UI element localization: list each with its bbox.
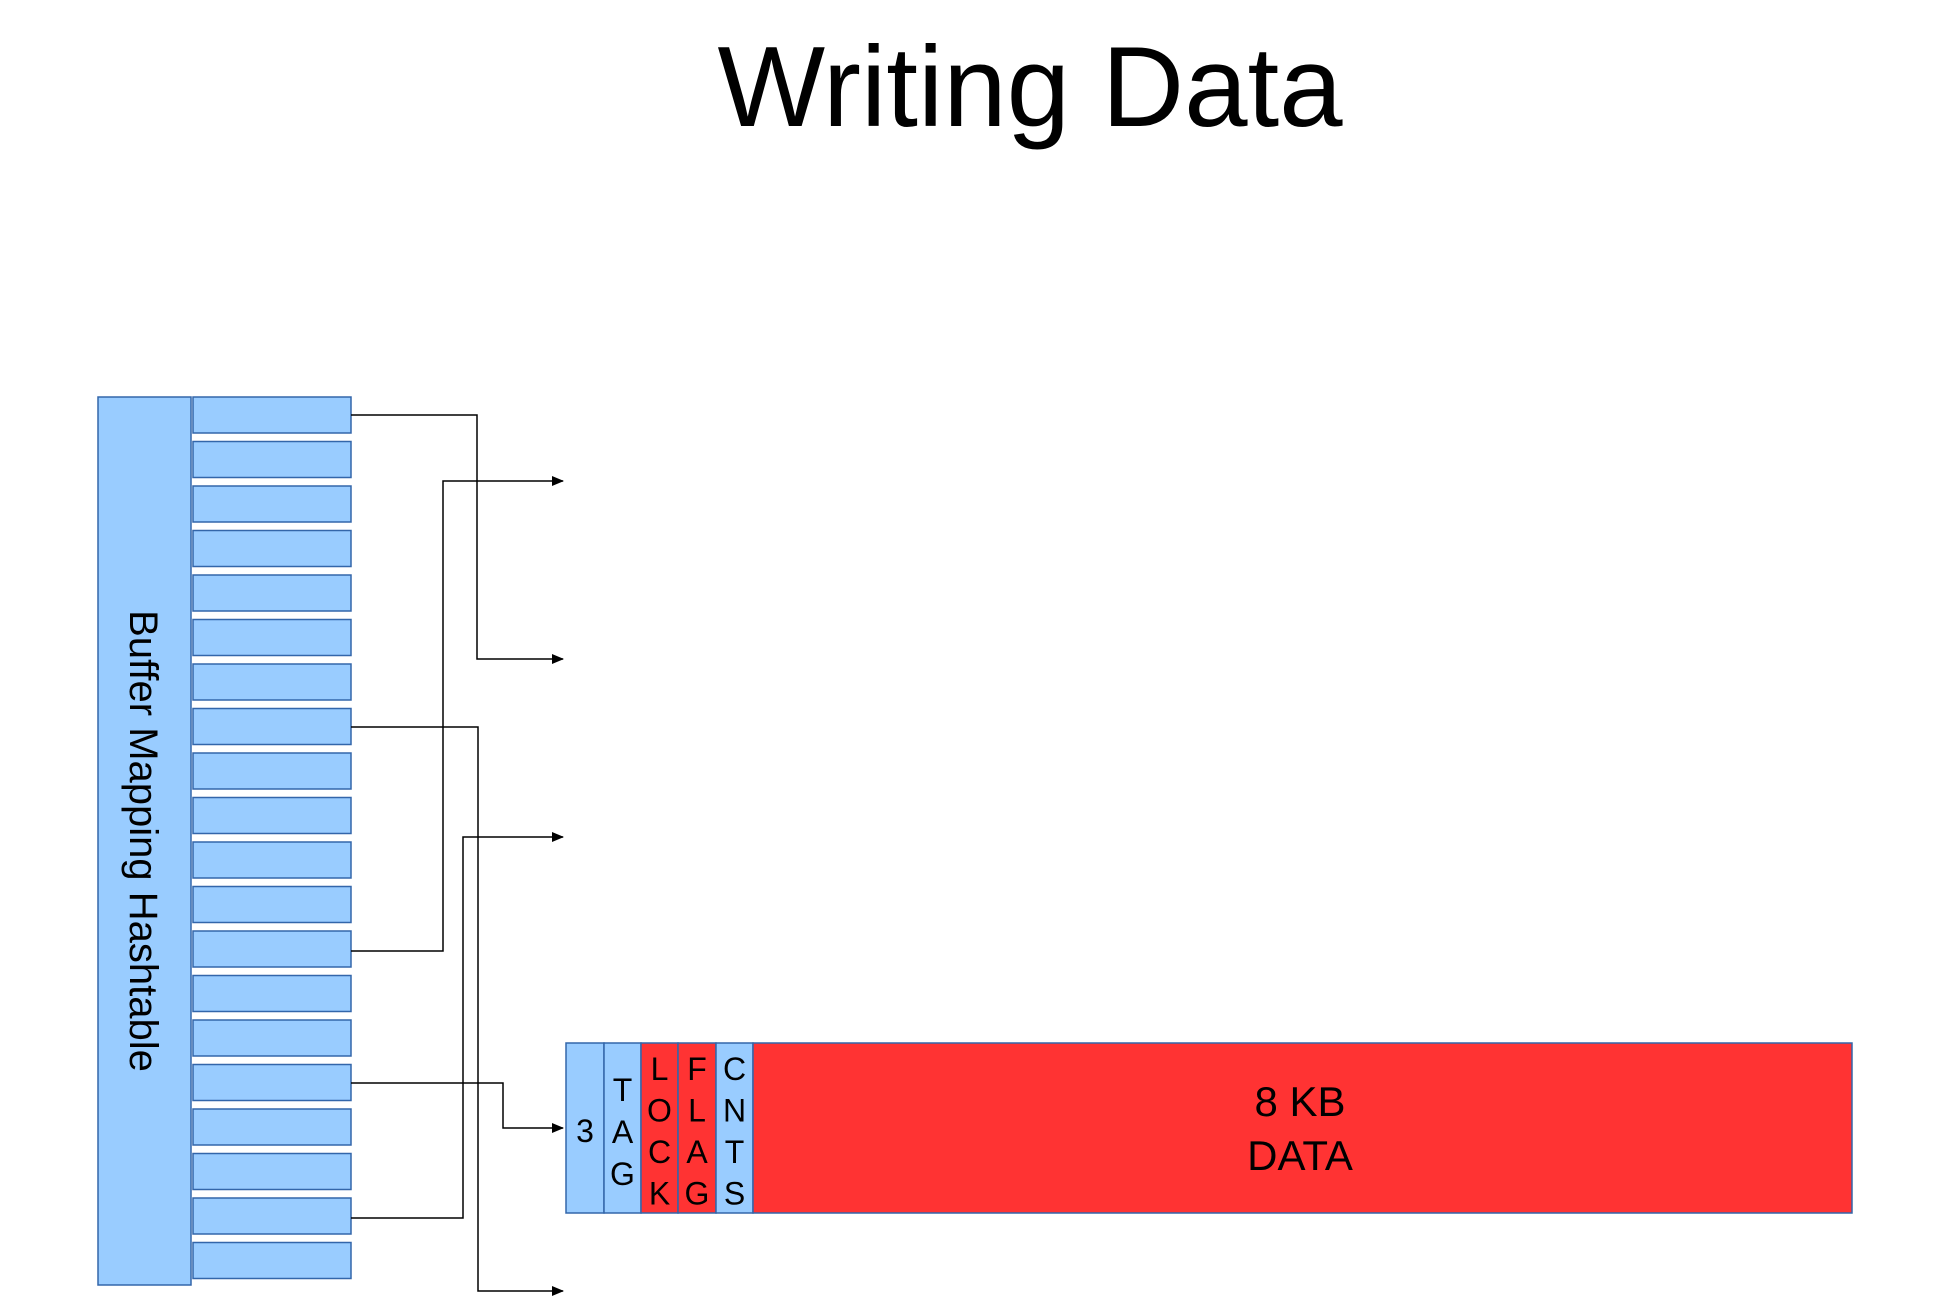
- hashtable-body: [97, 396, 192, 1286]
- hashtable-slot: [192, 930, 352, 968]
- hashtable-slot: [192, 707, 352, 746]
- slide-title: Writing Data: [717, 24, 1343, 151]
- connector-slot-8: [351, 726, 564, 1296]
- data-label-text: DATA: [1247, 1132, 1353, 1179]
- hashtable-slot: [192, 1197, 352, 1235]
- hashtable-slot: [192, 663, 352, 701]
- hashtable-slot: [192, 1108, 352, 1146]
- hashtable-slot: [192, 529, 352, 568]
- hashtable-slot: [192, 974, 352, 1013]
- tag-cell: [603, 1042, 642, 1214]
- lock-cell: [640, 1042, 679, 1214]
- connector-slot-19: [351, 832, 564, 1219]
- hashtable-slot: [192, 574, 352, 612]
- connector-slot-1: [351, 414, 564, 664]
- hashtable-slot: [192, 885, 352, 924]
- hashtable-slot: [192, 1152, 352, 1191]
- hashtable-slot: [192, 1063, 352, 1102]
- hashtable-slot: [192, 752, 352, 790]
- data-block: [752, 1042, 1853, 1214]
- connectors: [351, 414, 564, 1296]
- hashtable-label: Buffer Mapping Hashtable: [121, 610, 165, 1072]
- hashtable-slots: [192, 396, 352, 1280]
- cnts-cell: [715, 1042, 754, 1214]
- hashtable-slot: [192, 618, 352, 657]
- hashtable-slot: [192, 440, 352, 479]
- hashtable-slot: [192, 485, 352, 523]
- hashtable-slot: [192, 396, 352, 434]
- connector-slot-16: [351, 1082, 564, 1133]
- hashtable-slot: [192, 841, 352, 879]
- buffer-id-text: 3: [576, 1113, 594, 1149]
- hashtable-slot: [192, 796, 352, 835]
- connector-slot-13: [351, 476, 564, 952]
- flag-cell: [677, 1042, 717, 1214]
- data-label-size: 8 KB: [1254, 1078, 1345, 1125]
- hashtable-slot: [192, 1019, 352, 1057]
- hashtable-slot: [192, 1241, 352, 1280]
- buffer-id-cell: [565, 1042, 605, 1214]
